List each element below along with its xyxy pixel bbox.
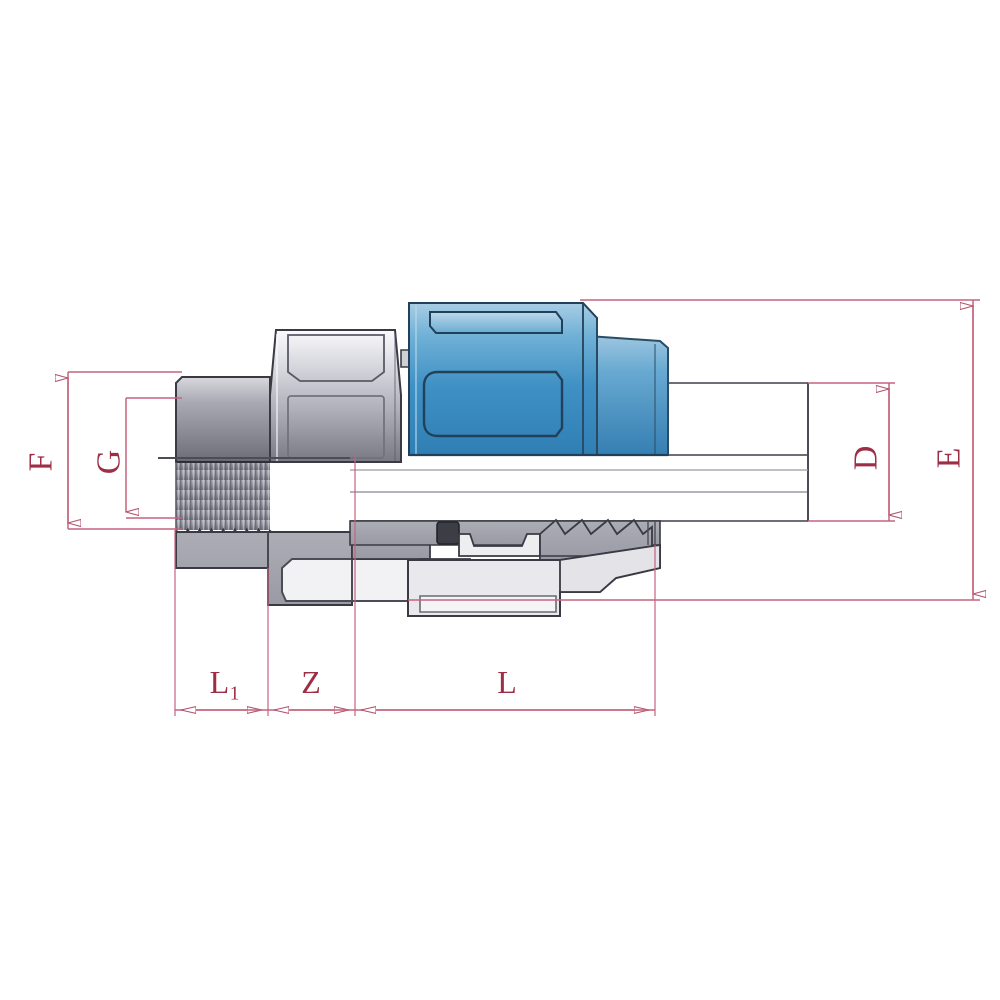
- dimension-label-L: L: [497, 664, 517, 700]
- internal-mechanism-section: [349, 518, 661, 617]
- male-threaded-spigot-upper: [175, 376, 271, 464]
- male-thread-section: [175, 461, 272, 538]
- blue-compression-nut-upper: [408, 302, 669, 457]
- dimension-E: [408, 299, 980, 601]
- dimension-label-E: E: [931, 448, 968, 469]
- dimension-G: [126, 397, 182, 519]
- dimension-label-G: G: [91, 450, 128, 475]
- witness-lines-bottom: [174, 455, 656, 716]
- dimension-D: [808, 382, 895, 522]
- dimension-label-Z: Z: [301, 664, 321, 700]
- dimension-label-D: D: [848, 446, 885, 471]
- dimension-label-F: F: [23, 453, 60, 472]
- dimension-labels: F G D E L₁ Z L: [23, 446, 968, 700]
- product-assembly: [158, 302, 809, 617]
- body-section-lower: [175, 523, 431, 606]
- dimension-annotations: [68, 299, 980, 716]
- dimension-label-L1: L₁: [210, 664, 241, 700]
- hex-body-shoulder-upper: [269, 329, 414, 463]
- dimension-F: [68, 371, 182, 530]
- o-ring-seal: [436, 521, 460, 545]
